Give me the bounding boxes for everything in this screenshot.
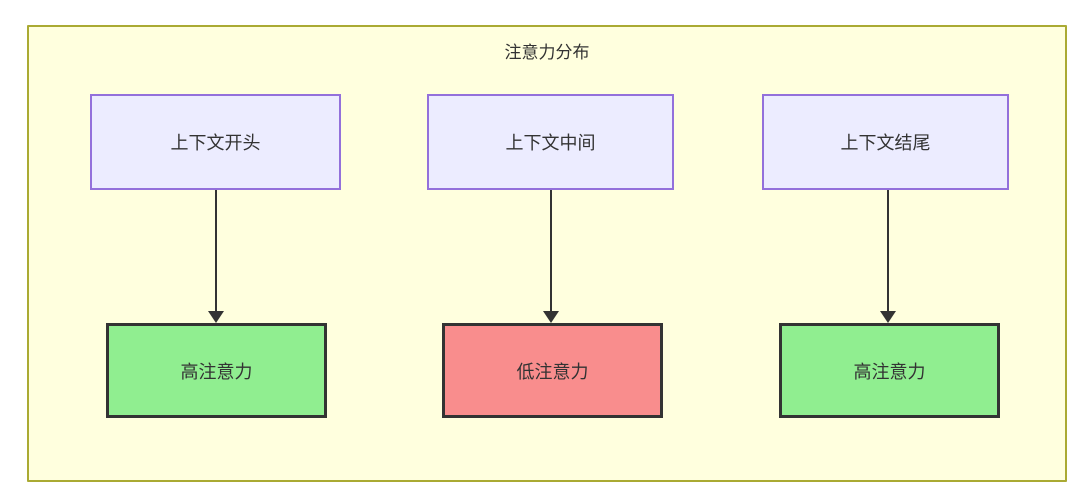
arrow-line	[550, 190, 552, 311]
arrowhead-icon	[880, 311, 896, 323]
arrow-down-icon	[208, 190, 224, 323]
node-high-attention-1: 高注意力	[106, 323, 327, 418]
node-high-attention-2: 高注意力	[779, 323, 1000, 418]
node-low-attention: 低注意力	[442, 323, 663, 418]
diagram-title: 注意力分布	[504, 43, 590, 62]
arrowhead-icon	[208, 311, 224, 323]
node-context-end: 上下文结尾	[762, 94, 1009, 190]
arrow-down-icon	[543, 190, 559, 323]
node-context-start: 上下文开头	[90, 94, 341, 190]
arrowhead-icon	[543, 311, 559, 323]
arrow-down-icon	[880, 190, 896, 323]
arrow-line	[887, 190, 889, 311]
arrow-line	[215, 190, 217, 311]
node-context-middle: 上下文中间	[427, 94, 674, 190]
attention-distribution-group: 注意力分布 上下文开头 上下文中间 上下文结尾 高注意力 低注意力 高注意力	[27, 25, 1067, 482]
